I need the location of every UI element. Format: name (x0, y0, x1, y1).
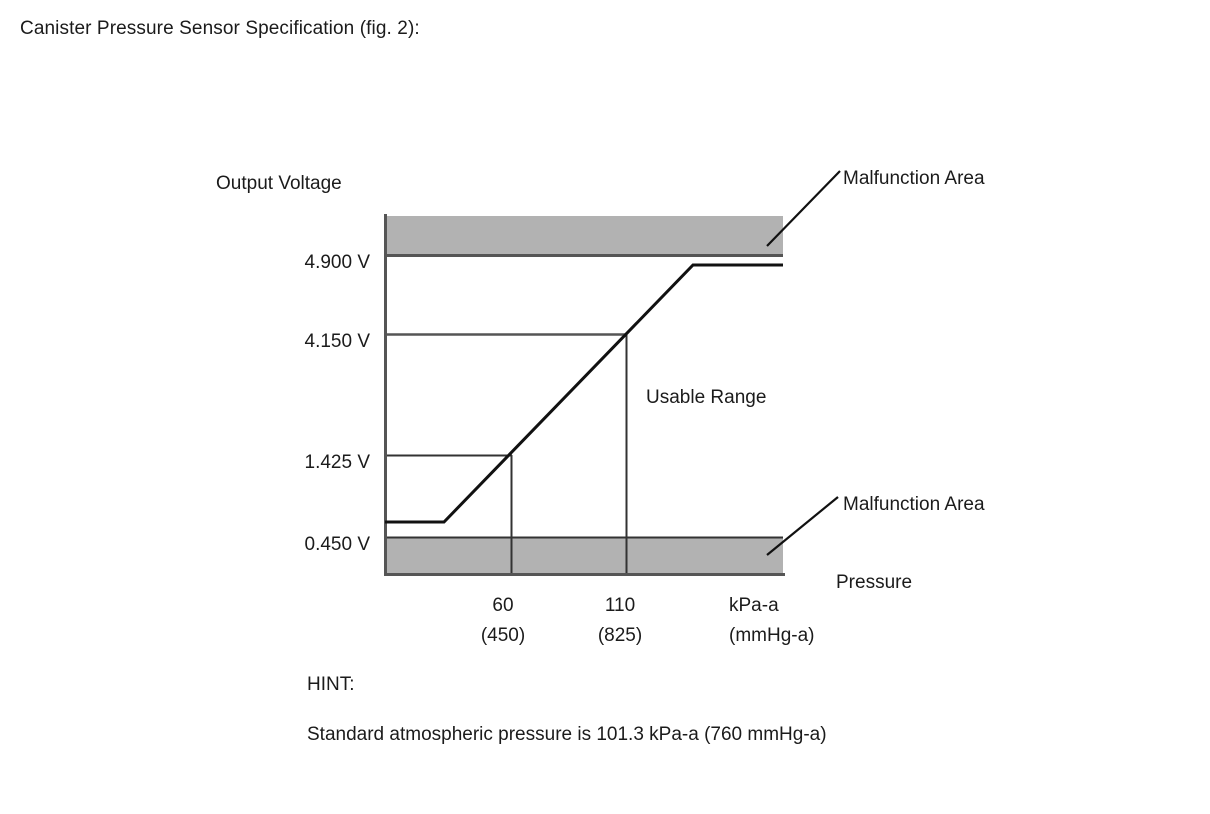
x-tick-label-110-kpa: 110 (605, 595, 635, 616)
malfunction-area-upper-band (385, 216, 783, 255)
y-tick-label-4900v: 4.900 V (305, 252, 371, 273)
hint-label: HINT: (307, 674, 355, 695)
x-unit-label-kpa: kPa-a (729, 595, 779, 616)
annotation-usable-range: Usable Range (646, 387, 766, 408)
hint-text: Standard atmospheric pressure is 101.3 k… (307, 724, 827, 745)
leader-line-malfunction-upper (766, 170, 841, 247)
x-tick-label-450-mmhg: (450) (481, 625, 525, 646)
annotation-malfunction-area-upper: Malfunction Area (843, 168, 985, 189)
y-axis-title: Output Voltage (216, 173, 342, 194)
x-tick-label-825-mmhg: (825) (598, 625, 642, 646)
page-title: Canister Pressure Sensor Specification (… (20, 18, 420, 39)
y-tick-label-4150v: 4.150 V (305, 331, 371, 352)
x-unit-label-mmhg: (mmHg-a) (729, 625, 815, 646)
y-tick-label-1425v: 1.425 V (305, 452, 371, 473)
x-tick-label-60-kpa: 60 (492, 595, 513, 616)
y-tick-label-0450v: 0.450 V (305, 534, 371, 555)
malfunction-area-lower-band (385, 538, 783, 575)
leader-line-malfunction-lower (766, 496, 839, 556)
annotation-malfunction-area-lower: Malfunction Area (843, 494, 985, 515)
x-axis-title: Pressure (836, 572, 912, 593)
sensor-output-curve (385, 263, 783, 524)
